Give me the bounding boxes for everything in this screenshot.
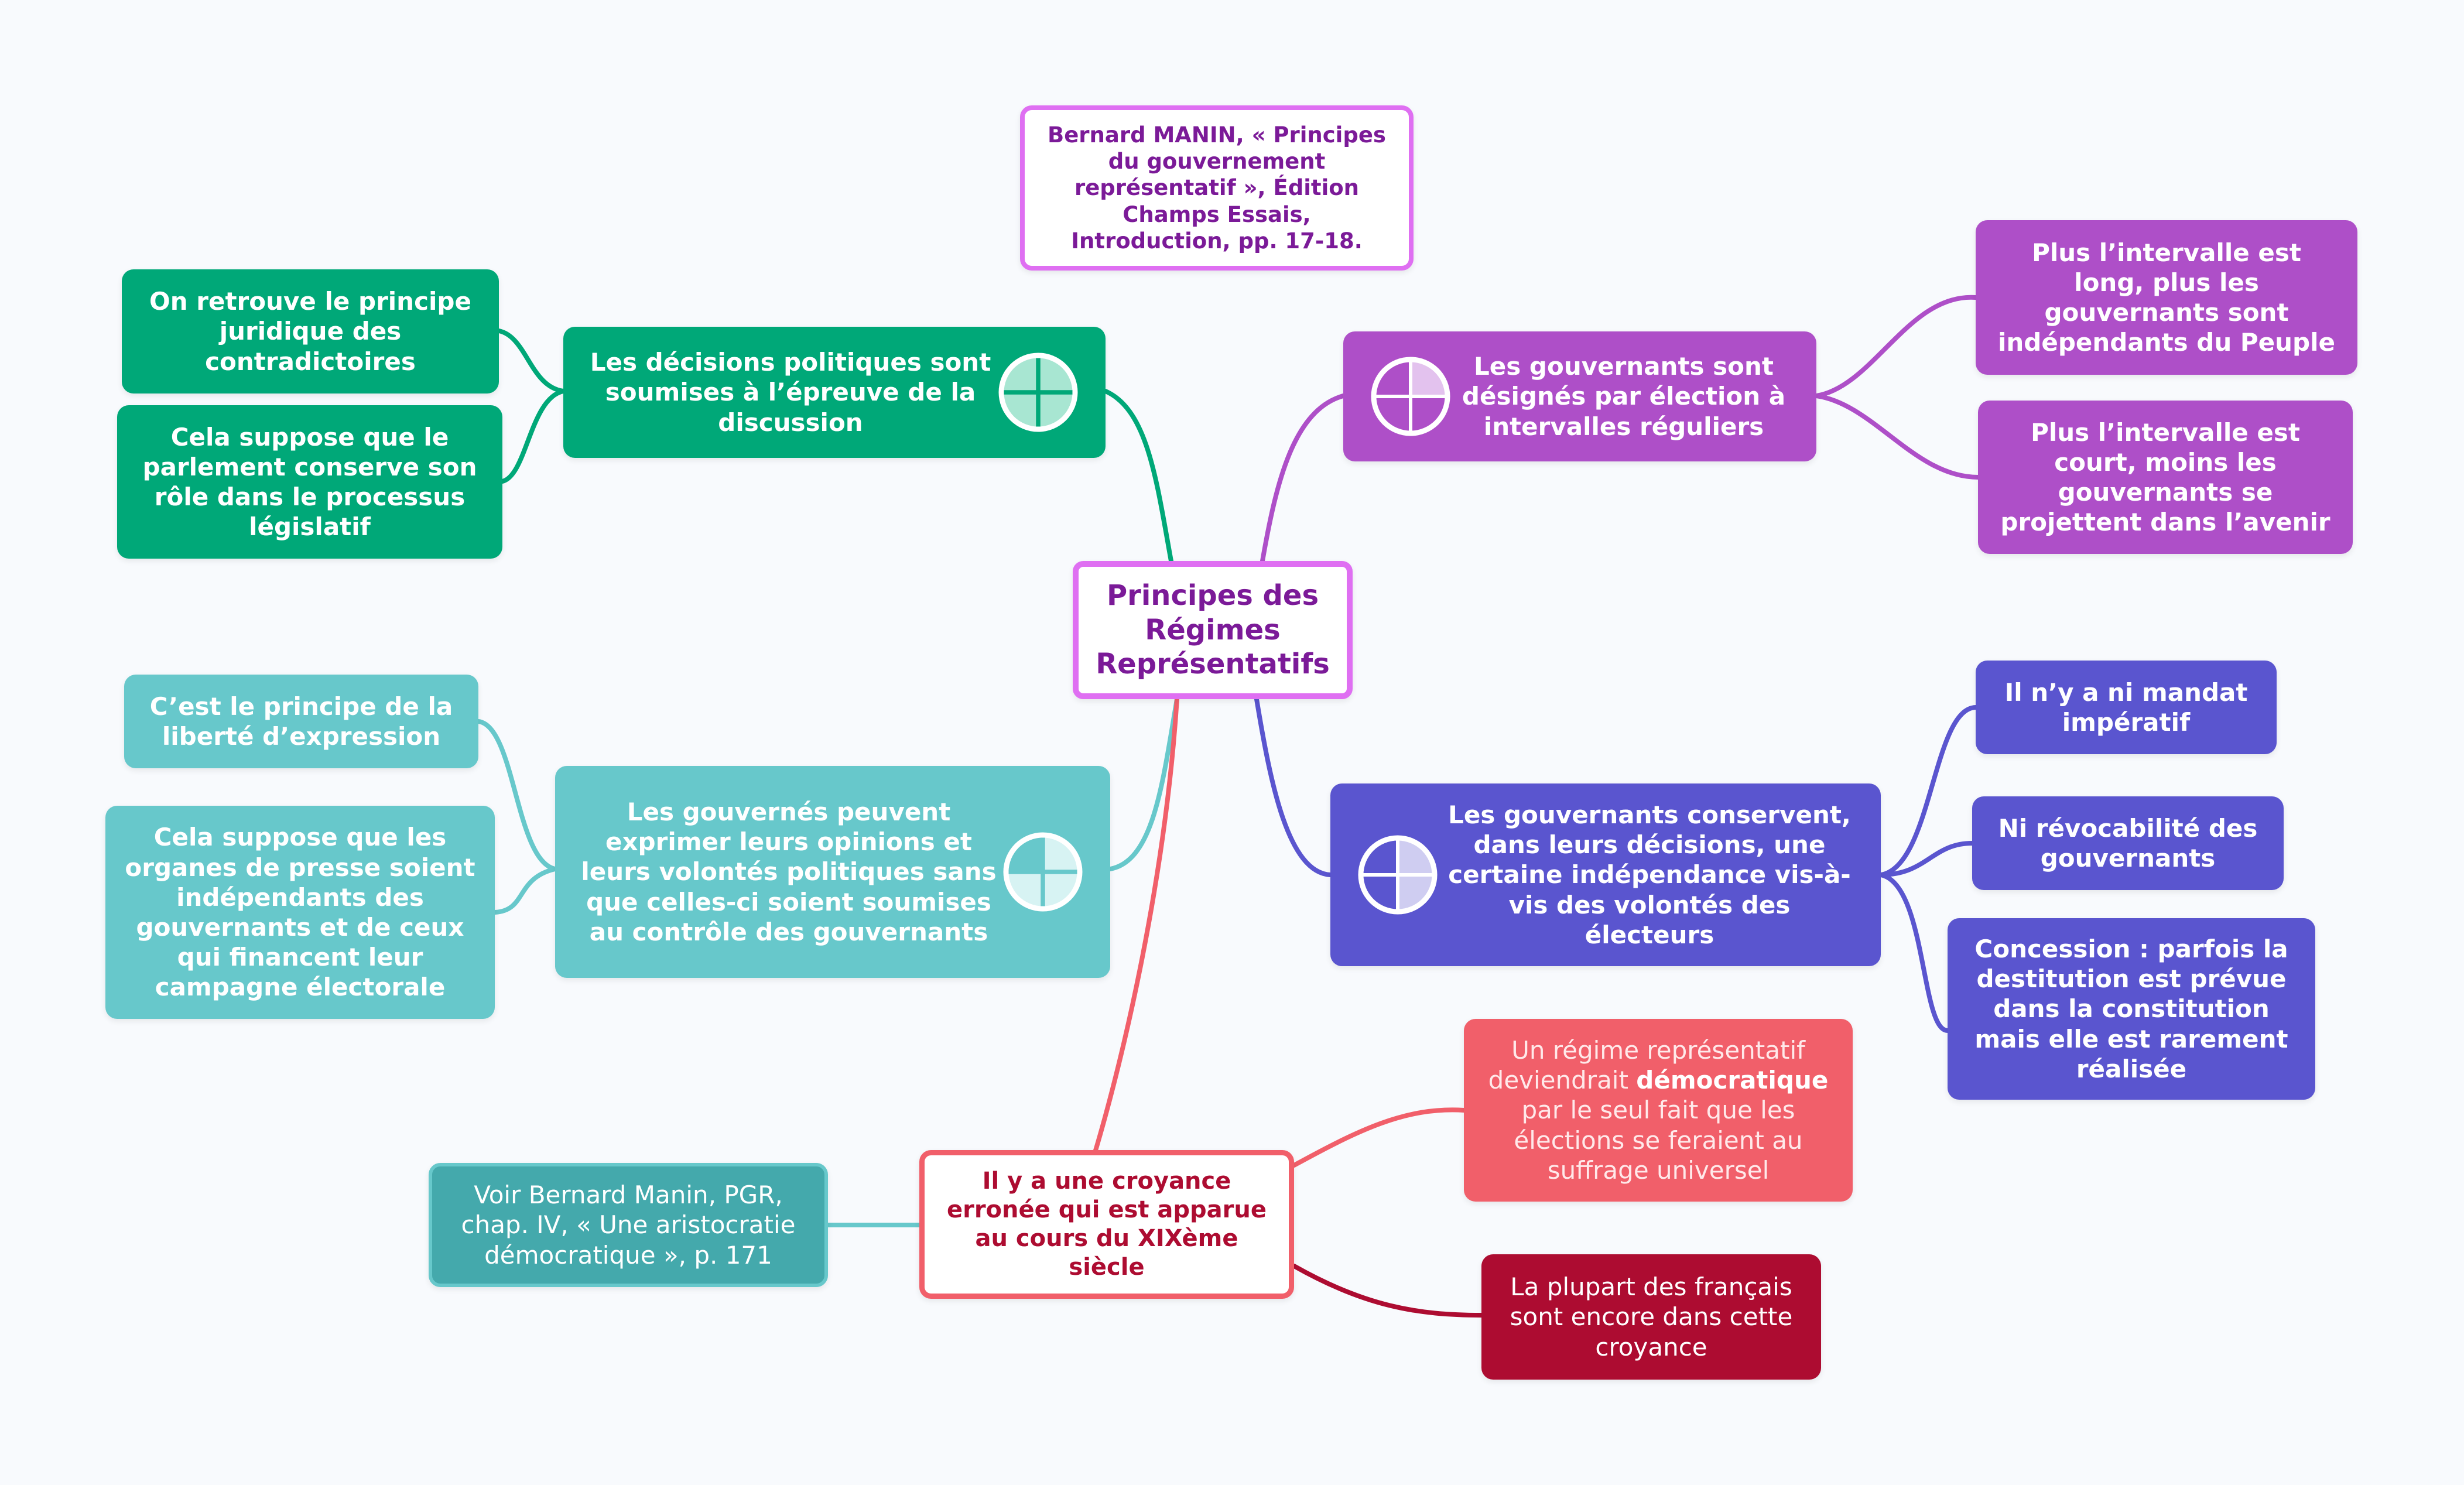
- election-child-long-interval[interactable]: Plus l’intervalle est long, plus les gou…: [1976, 220, 2357, 375]
- election-child-0-label: Plus l’intervalle est long, plus les gou…: [1997, 238, 2335, 357]
- source-note[interactable]: Bernard MANIN, « Principes du gouverneme…: [1020, 105, 1414, 271]
- belief-democratic-before: Un régime représentatif deviendrait: [1488, 1035, 1805, 1095]
- central-topic-label: Principes des Régimes Représentatifs: [1096, 579, 1330, 681]
- belief-democratic-claim[interactable]: Un régime représentatif deviendrait démo…: [1464, 1019, 1853, 1202]
- belief-democratic-bold: démocratique: [1636, 1066, 1829, 1095]
- link-center-belief: [1093, 697, 1179, 1155]
- link-independence-child-1: [1878, 841, 1974, 877]
- belief-french-majority[interactable]: La plupart des français sont encore dans…: [1481, 1254, 1821, 1380]
- branch-belief-label: Il y a une croyance erronée qui est appa…: [946, 1168, 1267, 1281]
- central-topic[interactable]: Principes des Régimes Représentatifs: [1073, 561, 1353, 699]
- belief-french-label: La plupart des français sont encore dans…: [1510, 1272, 1793, 1361]
- branch-discussion-label: Les décisions politiques sont soumises à…: [590, 348, 991, 437]
- branch-expression[interactable]: Les gouvernés peuvent exprimer leurs opi…: [555, 766, 1110, 978]
- task-progress-icon: [1358, 835, 1438, 915]
- discussion-child-1-label: Cela suppose que le parlement conserve s…: [142, 422, 477, 542]
- expression-child-1-label: Cela suppose que les organes de presse s…: [125, 823, 475, 1002]
- discussion-child-contradictory-principle[interactable]: On retrouve le principe juridique des co…: [122, 269, 499, 394]
- link-center-independence: [1254, 697, 1333, 877]
- election-child-short-interval[interactable]: Plus l’intervalle est court, moins les g…: [1978, 401, 2353, 554]
- belief-reference-label: Voir Bernard Manin, PGR, chap. IV, « Une…: [461, 1181, 796, 1270]
- election-child-1-label: Plus l’intervalle est court, moins les g…: [2000, 418, 2330, 537]
- task-progress-icon: [1003, 832, 1083, 912]
- independence-child-0-label: Il n’y a ni mandat impératif: [2004, 678, 2248, 737]
- expression-child-freedom-of-speech[interactable]: C’est le principe de la liberté d’expres…: [124, 675, 478, 768]
- link-election-child-0: [1814, 295, 1978, 398]
- belief-democratic-text: Un régime représentatif deviendrait démo…: [1481, 1035, 1835, 1185]
- independence-child-2-label: Concession : parfois la destitution est …: [1974, 934, 2288, 1083]
- branch-election[interactable]: Les gouvernants sont désignés par électi…: [1343, 331, 1816, 461]
- expression-child-press-independence[interactable]: Cela suppose que les organes de presse s…: [105, 806, 495, 1019]
- link-center-election: [1260, 394, 1346, 563]
- task-progress-icon: [998, 353, 1078, 432]
- discussion-child-0-label: On retrouve le principe juridique des co…: [149, 287, 471, 376]
- belief-democratic-after: par le seul fait que les élections se fe…: [1514, 1096, 1803, 1185]
- independence-child-dismissal-concession[interactable]: Concession : parfois la destitution est …: [1948, 918, 2315, 1100]
- link-belief-democratic: [1292, 1107, 1466, 1168]
- link-center-discussion: [1103, 389, 1173, 563]
- branch-expression-label: Les gouvernés peuvent exprimer leurs opi…: [581, 797, 997, 946]
- expression-child-0-label: C’est le principe de la liberté d’expres…: [149, 692, 453, 751]
- link-independence-child-2: [1878, 872, 1950, 1033]
- source-note-label: Bernard MANIN, « Principes du gouverneme…: [1048, 122, 1386, 254]
- independence-child-revocability[interactable]: Ni révocabilité des gouvernants: [1972, 796, 2284, 890]
- branch-belief[interactable]: Il y a une croyance erronée qui est appa…: [919, 1150, 1294, 1299]
- independence-child-1-label: Ni révocabilité des gouvernants: [1998, 813, 2258, 872]
- link-expression-child-0: [476, 719, 557, 871]
- link-expression-child-1: [492, 867, 557, 915]
- branch-independence[interactable]: Les gouvernants conservent, dans leurs d…: [1330, 783, 1881, 966]
- link-discussion-child-0: [497, 329, 566, 394]
- discussion-child-parliament-role[interactable]: Cela suppose que le parlement conserve s…: [117, 405, 502, 559]
- belief-reference-note[interactable]: Voir Bernard Manin, PGR, chap. IV, « Une…: [429, 1163, 828, 1287]
- link-discussion-child-1: [500, 389, 566, 484]
- independence-child-imperative-mandate[interactable]: Il n’y a ni mandat impératif: [1976, 661, 2277, 754]
- link-election-child-1: [1814, 394, 1980, 480]
- link-independence-child-0: [1878, 705, 1978, 877]
- branch-independence-label: Les gouvernants conservent, dans leurs d…: [1448, 800, 1851, 949]
- link-belief-french: [1292, 1264, 1484, 1318]
- task-progress-icon: [1371, 357, 1450, 436]
- branch-discussion[interactable]: Les décisions politiques sont soumises à…: [563, 327, 1106, 458]
- branch-election-label: Les gouvernants sont désignés par électi…: [1462, 352, 1786, 441]
- link-center-expression: [1108, 697, 1179, 871]
